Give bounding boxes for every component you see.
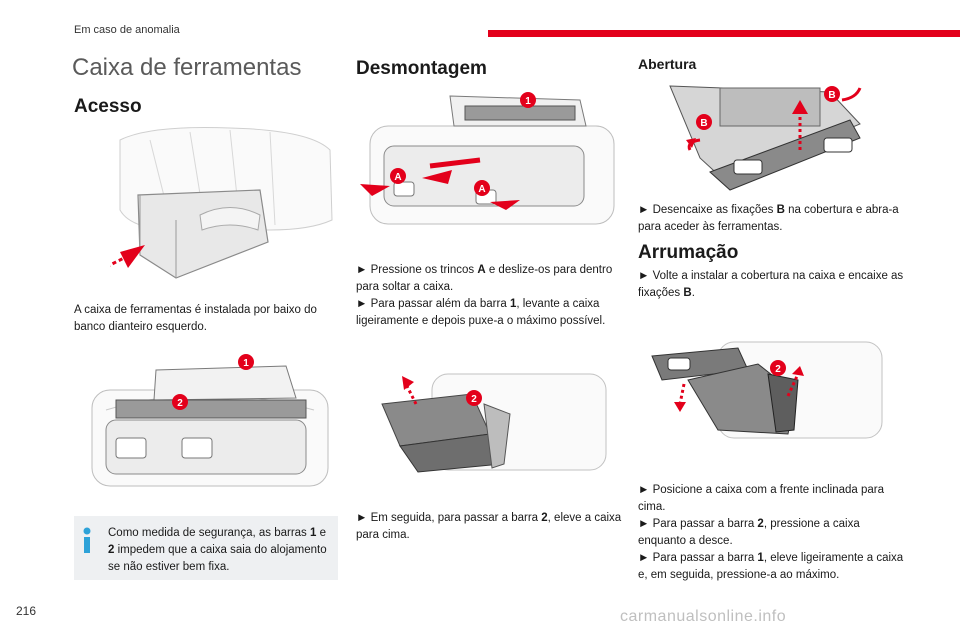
figure-stow-box: 2 xyxy=(648,334,888,444)
callout-a-right: A xyxy=(478,184,485,195)
heading-abertura: Abertura xyxy=(638,56,697,72)
page-title: Caixa de ferramentas xyxy=(72,54,302,81)
callout-a-left: A xyxy=(394,172,401,183)
info-icon xyxy=(83,527,91,553)
figure-bars-1-2: 1 2 xyxy=(86,350,334,498)
paragraph-pass-bar-1: ► Para passar além da barra 1, levante a… xyxy=(356,298,606,327)
callout-2: 2 xyxy=(471,394,477,405)
info-box: Como medida de segurança, as barras 1 e … xyxy=(74,516,338,580)
heading-desmontagem: Desmontagem xyxy=(356,58,487,79)
callout-2: 2 xyxy=(177,398,183,409)
callout-1: 1 xyxy=(525,96,531,107)
figure-seat-location xyxy=(110,120,340,280)
info-text: Como medida de segurança, as barras 1 e … xyxy=(108,527,327,573)
callout-1: 1 xyxy=(243,358,249,369)
paragraph-unlatch-cover: ► Desencaixe as fixações B na cobertura … xyxy=(638,204,899,233)
watermark: carmanualsonline.info xyxy=(620,608,787,625)
figure-release-latches: 1 A A xyxy=(360,86,618,236)
paragraph-pass-bar-1-stow: ► Para passar a barra 1, eleve ligeirame… xyxy=(638,552,904,581)
section-label: Em caso de anomalia xyxy=(74,24,180,36)
paragraph-location: A caixa de ferramentas é instalada por b… xyxy=(74,304,317,333)
paragraph-press-latches: ► Pressione os trincos A e deslize-os pa… xyxy=(356,264,613,293)
header-accent-bar xyxy=(488,30,960,37)
paragraph-pass-bar-2: ► Em seguida, para passar a barra 2, ele… xyxy=(356,512,622,541)
figure-lift-box: 2 xyxy=(372,364,612,474)
heading-acesso: Acesso xyxy=(74,96,142,117)
figure-open-cover: B B xyxy=(660,80,880,192)
callout-b-left: B xyxy=(700,118,707,129)
paragraph-reinstall-cover: ► Volte a instalar a cobertura na caixa … xyxy=(638,270,904,299)
heading-arrumacao: Arrumação xyxy=(638,242,739,263)
callout-b-right: B xyxy=(828,90,835,101)
paragraph-position-box: ► Posicione a caixa com a frente inclina… xyxy=(638,484,884,513)
paragraph-pass-bar-2-stow: ► Para passar a barra 2, pressione a cai… xyxy=(638,518,860,547)
callout-2: 2 xyxy=(775,364,781,375)
page-number: 216 xyxy=(16,604,37,618)
